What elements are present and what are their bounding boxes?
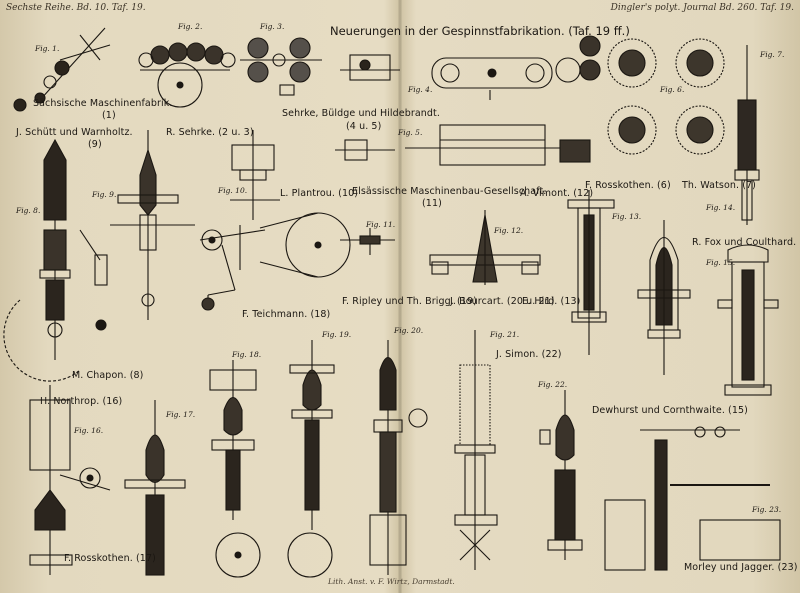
fig-7-drawing — [734, 45, 760, 225]
fig-13-drawing — [567, 190, 615, 355]
label-watson: Th. Watson. (7) — [682, 180, 756, 191]
fig-2-label: Fig. 2. — [178, 22, 203, 31]
label-northrop: H. Northrop. (16) — [40, 396, 123, 407]
label-elsaessische-ref: (11) — [422, 198, 442, 209]
label-schuett-ref: (9) — [88, 139, 102, 150]
fig-3-label: Fig. 3. — [260, 22, 285, 31]
fig-9-label: Fig. 9. — [92, 190, 117, 199]
fig-17-label: Fig. 17. — [166, 410, 196, 419]
fig-15-drawing — [717, 244, 779, 396]
fig-18-drawing — [209, 360, 333, 578]
fig-22-label: Fig. 22. — [538, 380, 568, 389]
plate-header-right: Dingler's polyt. Journal Bd. 260. Taf. 1… — [610, 3, 794, 13]
fig-14-drawing — [637, 220, 691, 375]
fig-23-label: Fig. 23. — [752, 505, 782, 514]
label-rosskothen-17: F. Rosskothen. (17) — [64, 553, 156, 564]
fig-15-label: Fig. 15. — [706, 258, 736, 267]
fig-12-drawing — [429, 210, 541, 285]
fig-11-label: Fig. 11. — [366, 220, 396, 229]
fig-16-drawing — [29, 385, 111, 575]
label-sehrke-bueldge: Sehrke, Büldge und Hildebrandt. — [282, 108, 440, 119]
label-saechsische-ref: (1) — [102, 110, 116, 121]
fig-12-label: Fig. 12. — [494, 226, 524, 235]
fig-20-label: Fig. 20. — [394, 326, 424, 335]
fig-22-drawing — [539, 390, 583, 560]
label-sehrke: R. Sehrke. (2 u. 3) — [166, 127, 254, 138]
label-ripley: F. Ripley und Th. Brigg. (19) — [342, 296, 477, 307]
fig-19-label: Fig. 19. — [322, 330, 352, 339]
fig-10-drawing — [230, 130, 280, 220]
fig-2-drawing — [138, 42, 236, 108]
fig-14-label: Fig. 14. — [706, 203, 736, 212]
label-dewhurst: Dewhurst und Cornthwaite. (15) — [592, 405, 748, 416]
fig-7-label: Fig. 7. — [760, 50, 785, 59]
fig-1-drawing — [13, 27, 111, 112]
fig-4-drawing — [340, 35, 601, 100]
page-fold — [398, 0, 402, 593]
label-elsaessische: Elsässische Maschinenbau-Gesellschaft. — [352, 186, 547, 197]
label-fox: R. Fox und Coulthard. (14) — [692, 237, 800, 248]
label-chapon: M. Chapon. (8) — [72, 370, 144, 381]
label-teichmann: F. Teichmann. (18) — [242, 309, 331, 320]
fig-17-drawing — [124, 400, 186, 576]
fig-16-label: Fig. 16. — [74, 426, 104, 435]
fig-21-drawing — [454, 330, 498, 570]
fig-10-label: Fig. 10. — [218, 186, 248, 195]
fig-13-label: Fig. 13. — [612, 212, 642, 221]
label-saechsische: Sächsische Maschinenfabrik. — [33, 98, 173, 109]
label-plantrou: L. Plantrou. (10) — [280, 188, 359, 199]
lithographer-credit: Lith. Anst. v. F. Wirtz, Darmstadt. — [328, 577, 455, 586]
fig-18-mechanism — [199, 212, 351, 311]
fig-19-drawing — [289, 340, 335, 530]
fig-5-label: Fig. 5. — [398, 128, 423, 137]
fig-5-drawing — [335, 124, 591, 166]
label-vimont: A. Vimont. (12) — [520, 188, 594, 199]
fig-21-label: Fig. 21. — [490, 330, 520, 339]
label-morley: Morley und Jagger. (23) — [684, 562, 798, 573]
fig-1-label: Fig. 1. — [35, 44, 60, 53]
fig-6-drawing — [607, 38, 725, 155]
label-schuett: J. Schütt und Warnholtz. — [16, 127, 133, 138]
label-rosskothen-6: F. Rosskothen. (6) — [585, 180, 671, 191]
fig-4-label: Fig. 4. — [408, 85, 433, 94]
label-simon: J. Simon. (22) — [496, 349, 562, 360]
fig-6-label: Fig. 6. — [660, 85, 685, 94]
fig-18-label: Fig. 18. — [232, 350, 262, 359]
fig-11-drawing — [340, 228, 395, 255]
fig-20-drawing — [369, 340, 428, 575]
label-bourcart: J. Bourcart. (20 u. 21) — [450, 296, 555, 307]
fig-9-drawing — [110, 130, 195, 320]
label-hird: E. Hird. (13) — [522, 296, 581, 307]
plate-title: Neuerungen in der Gespinnstfabrikation. … — [330, 24, 630, 38]
plate-header-left: Sechste Reihe. Bd. 10. Taf. 19. — [6, 3, 146, 13]
fig-8-label: Fig. 8. — [16, 206, 41, 215]
fig-8-drawing — [3, 138, 108, 382]
fig-3-drawing — [240, 37, 322, 96]
label-sehrke-bueldge-ref: (4 u. 5) — [346, 121, 382, 132]
fig-23-drawing — [604, 426, 781, 571]
